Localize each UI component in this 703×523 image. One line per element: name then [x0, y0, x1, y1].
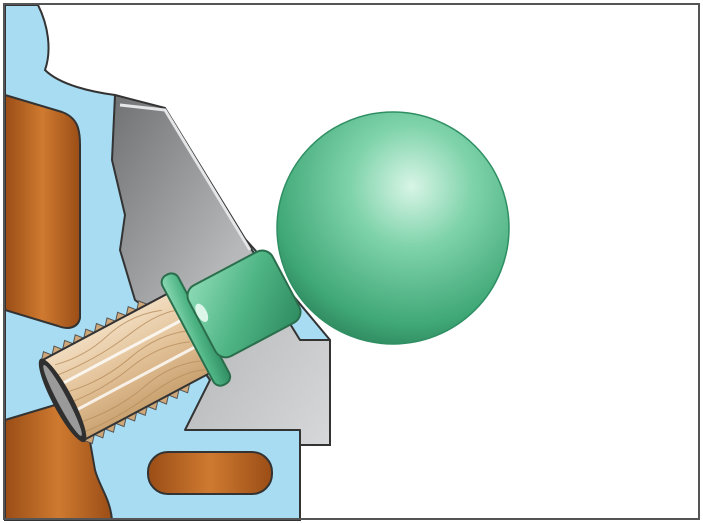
- tool-bulb: [277, 112, 509, 344]
- rust-deposit-bottom: [148, 452, 272, 494]
- rust-deposit-upper: [5, 95, 80, 328]
